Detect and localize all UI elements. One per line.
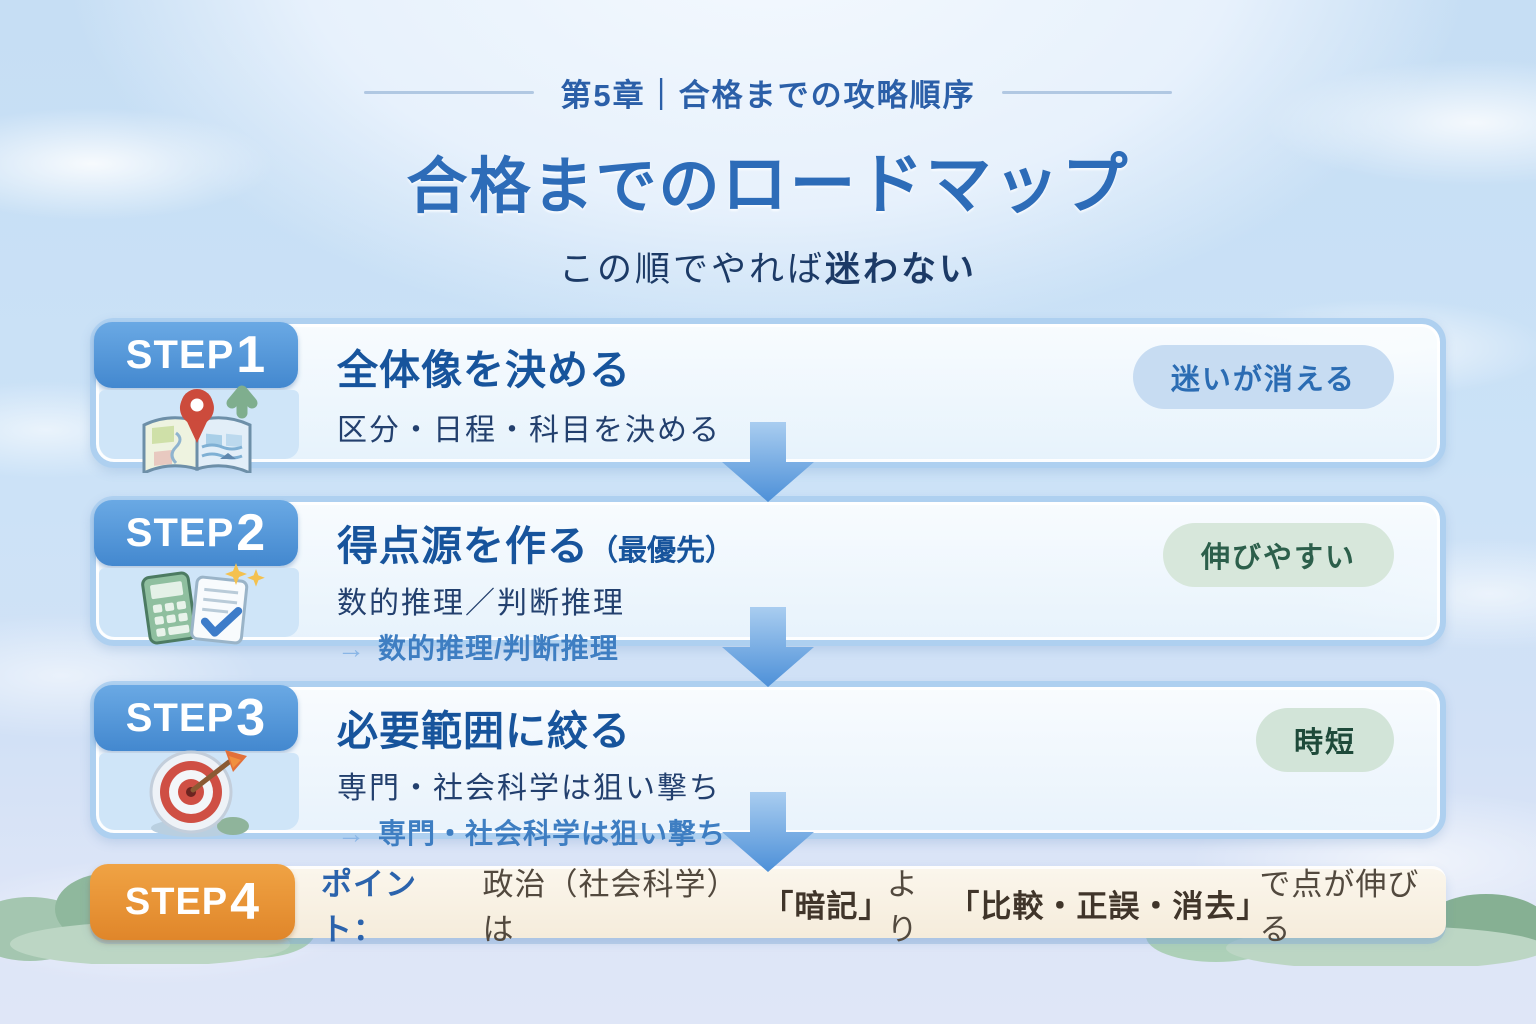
step1-content: 全体像を決める 区分・日程・科目を決める [301, 324, 721, 462]
page-title-part1: 合格までの [406, 152, 722, 220]
subtitle-regular: この順でやれば [558, 250, 825, 289]
right-arrow-icon: → [337, 818, 366, 849]
step4-badge-text: STEP [124, 880, 229, 923]
step3-subtitle: 専門・社会科学は狙い撃ち [337, 772, 721, 805]
step1-badge-number: 1 [236, 326, 267, 384]
step1-benefit-badge: 迷いが消える [1132, 345, 1394, 409]
divider-line-right [1001, 91, 1172, 94]
header: 第5章｜合格までの攻略順序 合格までのロードマップ この順でやれば迷わない [0, 0, 1536, 292]
subtitle-bold: 迷わない [825, 250, 978, 289]
point-highlight-1: 「暗記」 [762, 889, 891, 924]
step2-note-text: 数的推理/判断推理 [378, 633, 619, 664]
chapter-row: 第5章｜合格までの攻略順序 [0, 70, 1536, 115]
step2-benefit-badge: 伸びやすい [1162, 523, 1394, 587]
step3-icon-panel [99, 749, 299, 837]
step2-icon-panel [99, 562, 299, 644]
step3-badge-text: STEP [125, 695, 235, 740]
down-arrow-icon [722, 607, 814, 687]
arrow-gap-3 [90, 792, 1446, 872]
page-title-part2: ロードマップ [721, 147, 1130, 221]
point-text-1: 政治（社会科学）は [482, 866, 739, 947]
step3-badge-number: 3 [236, 689, 267, 747]
step2-title-suffix: （最優先） [589, 535, 735, 567]
step2-badge-text: STEP [125, 510, 235, 555]
point-text-3: で点が伸びる [1259, 866, 1420, 947]
down-arrow-icon [722, 792, 814, 872]
right-arrow-icon: → [337, 633, 366, 664]
map-pin-icon [142, 385, 258, 473]
dartboard-icon [149, 749, 249, 837]
divider-line-left [364, 91, 535, 94]
arrow-gap-2 [90, 607, 1446, 687]
step2-title-main: 得点源を作る [337, 523, 589, 569]
step2-content: 得点源を作る（最優先） 数的推理／判断推理 → 数的推理/判断推理 [301, 502, 734, 664]
step1-icon-panel [99, 385, 299, 473]
step1-title: 全体像を決める [337, 347, 631, 393]
step3-note: → 専門・社会科学は狙い撃ち [337, 812, 726, 852]
calculator-checklist-icon [141, 562, 265, 644]
step1-badge-text: STEP [125, 332, 235, 377]
step4-point: ポイント： 政治（社会科学）は「暗記」より「比較・正誤・消去」で点が伸びる [281, 866, 1446, 947]
step2-title: 得点源を作る（最優先） [337, 512, 734, 572]
step2-note: → 数的推理/判断推理 [337, 627, 734, 667]
step4-badge-number: 4 [230, 873, 261, 931]
step3-content: 必要範囲に絞る 専門・社会科学は狙い撃ち → 専門・社会科学は狙い撃ち [301, 687, 726, 849]
step3-benefit-badge: 時短 [1255, 708, 1394, 772]
page-title: 合格までのロードマップ [0, 131, 1536, 227]
step2-badge-number: 2 [236, 504, 267, 562]
chapter-label: 第5章｜合格までの攻略順序 [560, 78, 976, 113]
page-subtitle: この順でやれば迷わない [0, 241, 1536, 292]
point-label: ポイント： [321, 866, 417, 947]
point-highlight-2: 「比較・正誤・消去」 [948, 889, 1269, 924]
step1-subtitle: 区分・日程・科目を決める [337, 414, 721, 447]
down-arrow-icon [722, 422, 814, 502]
arrow-gap-1 [90, 422, 1446, 502]
point-text-2: より [886, 866, 919, 947]
step3-note-text: 専門・社会科学は狙い撃ち [378, 818, 727, 849]
step2-subtitle: 数的推理／判断推理 [337, 587, 625, 620]
step3-title: 必要範囲に絞る [337, 708, 631, 754]
